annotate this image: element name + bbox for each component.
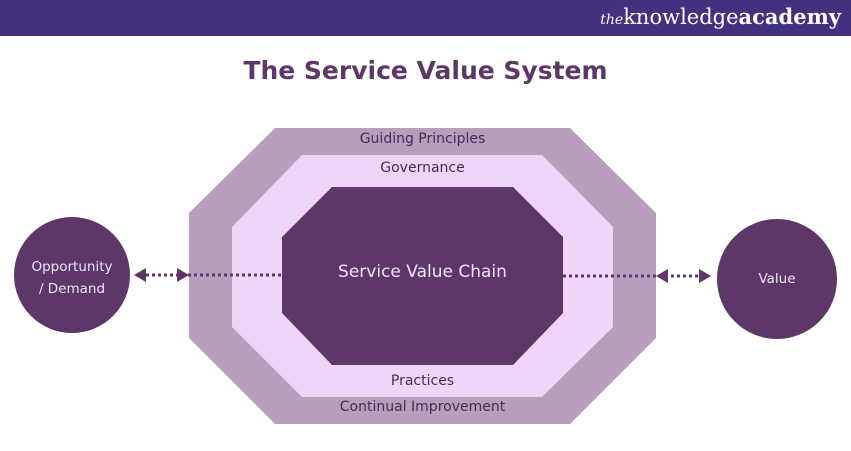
practices-label: Practices [390,373,455,389]
guiding-principles-label: Guiding Principles [359,131,486,147]
governance-label: Governance [380,160,465,176]
continual-improvement-label: Continual Improvement [339,399,506,415]
brand-logo[interactable]: theknowledgeacademy [600,4,841,29]
demand-text: / Demand [38,281,106,297]
inner-octagon-service-value-chain [282,187,563,365]
header-bar: theknowledgeacademy [0,0,851,36]
page-title: The Service Value System [243,56,608,85]
right-dotted-arrow [563,269,711,283]
value-circle [717,219,837,339]
service-value-chain-label: Service Value Chain [338,262,507,282]
opportunity-demand-label: Opportunity / Demand [14,256,130,300]
left-dotted-arrow [134,268,282,282]
logo-prefix: the [600,12,624,28]
logo-word1: knowledge [623,5,739,29]
opportunity-demand-circle [14,217,130,333]
logo-word2: academy [738,4,841,29]
value-label: Value [758,271,796,287]
opportunity-text: Opportunity [31,259,113,275]
